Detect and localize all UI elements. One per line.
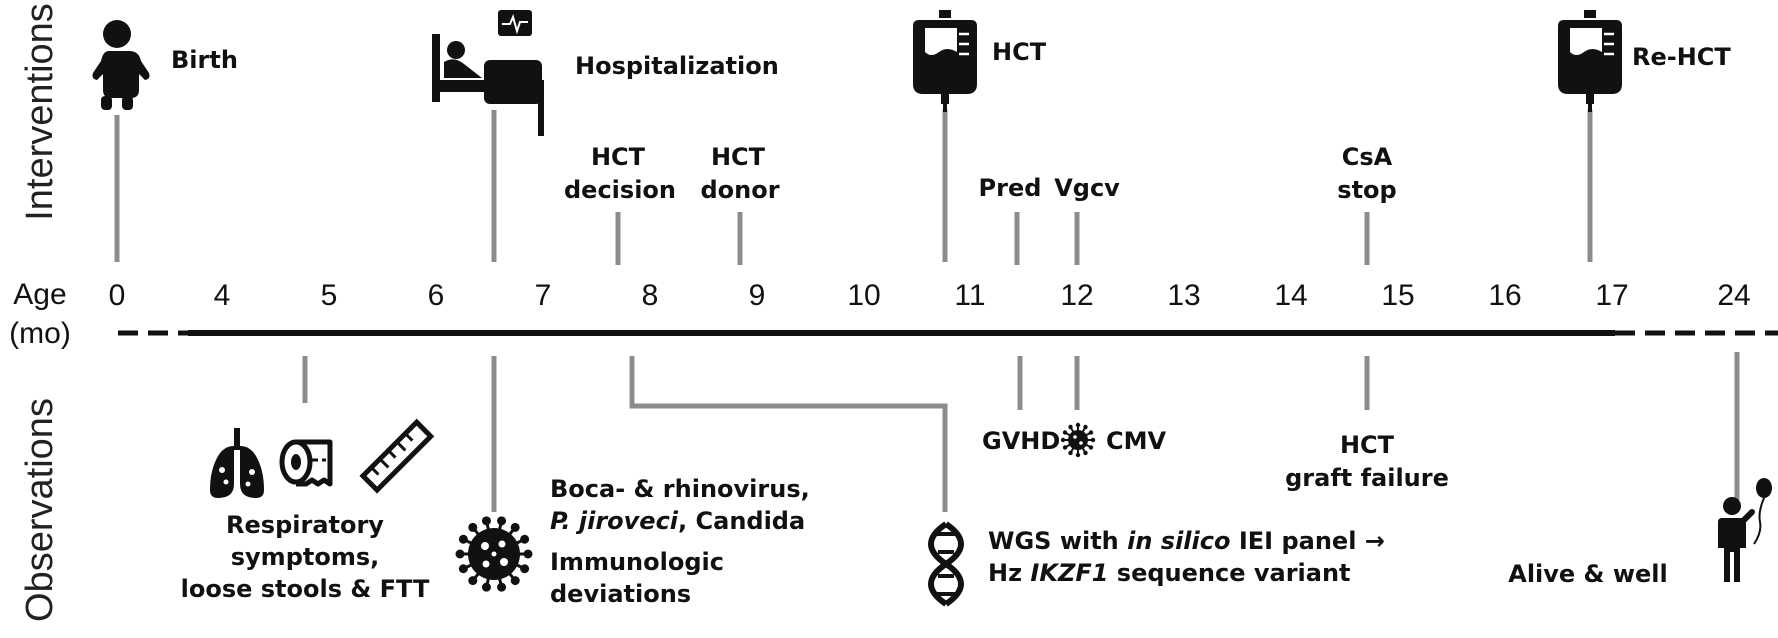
- birth-label: Birth: [171, 46, 238, 74]
- interventions-row-label: Interventions: [19, 3, 61, 221]
- csa-stop-label-2: stop: [1337, 176, 1396, 204]
- axis-tick-label: 17: [1595, 279, 1628, 312]
- lungs-icon: [210, 428, 264, 498]
- axis-tick-label: 5: [321, 279, 338, 312]
- axis-label-age: Age: [13, 278, 66, 311]
- wgs-label-2c: sequence variant: [1108, 559, 1350, 587]
- axis-tick-label: 4: [214, 279, 231, 312]
- axis-tick-label: 16: [1488, 279, 1521, 312]
- wgs-label-2b: IKZF1: [1030, 559, 1108, 587]
- axis-ticks: 0 4 5 6 7 8 9 10 11 12 13 14 15 16 17 24: [109, 279, 1751, 312]
- axis-label-unit: (mo): [9, 317, 71, 350]
- cmv-label: CMV: [1106, 427, 1166, 455]
- pred-label: Pred: [979, 174, 1042, 202]
- dna-icon: [928, 521, 964, 607]
- wgs-label-1b: in silico: [1127, 527, 1230, 555]
- wgs-label-2: Hz IKZF1 sequence variant: [988, 559, 1351, 587]
- infection-label-2a: P. jiroveci: [550, 507, 679, 535]
- baby-icon: [92, 20, 150, 110]
- hct-decision-label-2: decision: [564, 176, 676, 204]
- iv-bag-icon-re-hct: [1558, 10, 1622, 112]
- vgcv-label: Vgcv: [1054, 174, 1120, 202]
- axis-tick-label: 15: [1381, 279, 1414, 312]
- iv-bag-icon-hct: [913, 10, 977, 112]
- hct-donor-label-1: HCT: [711, 143, 766, 171]
- graft-failure-label-2: graft failure: [1285, 464, 1449, 492]
- infection-label-2: P. jiroveci, Candida: [550, 507, 805, 535]
- csa-stop-label-1: CsA: [1342, 143, 1393, 171]
- virus-icon-small: [1060, 422, 1096, 458]
- axis-tick-label: 11: [954, 279, 985, 312]
- infection-label-1: Boca- & rhinovirus,: [550, 475, 810, 503]
- infection-label-2b: , Candida: [678, 507, 805, 535]
- immuno-label-1: Immunologic: [550, 548, 724, 576]
- axis-tick-label: 14: [1274, 279, 1307, 312]
- hct-decision-label-1: HCT: [591, 143, 646, 171]
- hospital-bed-icon: [432, 34, 544, 136]
- heart-monitor-icon: [498, 10, 532, 36]
- axis-tick-label: 10: [847, 279, 880, 312]
- resp-label-3: loose stools & FTT: [181, 575, 430, 603]
- stem-wgs: [629, 356, 948, 512]
- ruler-icon: [359, 418, 435, 494]
- re-hct-label: Re-HCT: [1632, 43, 1731, 71]
- axis-tick-label: 9: [749, 279, 766, 312]
- axis-tick-label: 6: [428, 279, 445, 312]
- wgs-label-1c: IEI panel →: [1230, 527, 1384, 555]
- axis-tick-label: 7: [535, 279, 552, 312]
- hct-donor-label-2: donor: [700, 176, 779, 204]
- hct-label: HCT: [992, 38, 1047, 66]
- person-with-balloon-icon: [1718, 478, 1772, 582]
- toilet-paper-icon: [279, 439, 333, 487]
- axis-tick-label: 13: [1167, 279, 1200, 312]
- immuno-label-2: deviations: [550, 580, 691, 608]
- axis-tick-label: 8: [642, 279, 659, 312]
- resp-label-2: symptoms,: [231, 543, 380, 571]
- axis-tick-label: 0: [109, 279, 126, 312]
- gvhd-label: GVHD: [982, 427, 1060, 455]
- wgs-label-1a: WGS with: [988, 527, 1127, 555]
- axis-tick-label: 24: [1717, 279, 1750, 312]
- hospitalization-label: Hospitalization: [575, 52, 779, 80]
- resp-label-1: Respiratory: [226, 511, 384, 539]
- alive-label: Alive & well: [1508, 560, 1668, 588]
- wgs-label-1: WGS with in silico IEI panel →: [988, 527, 1385, 555]
- timeline-axis: [118, 330, 1778, 336]
- axis-tick-label: 12: [1060, 279, 1093, 312]
- virus-icon: [455, 516, 533, 592]
- wgs-label-2a: Hz: [988, 559, 1030, 587]
- graft-failure-label-1: HCT: [1340, 431, 1395, 459]
- observations-row-label: Observations: [19, 398, 61, 622]
